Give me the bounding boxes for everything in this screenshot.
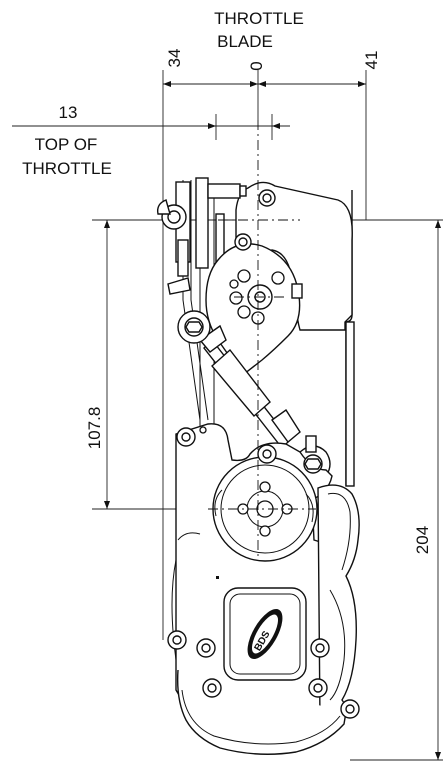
throttle-blade-label-line1: THROTTLE (214, 9, 304, 28)
bolt-housing-top-left (176, 427, 196, 447)
dim-blade-center: 0 (247, 61, 266, 70)
dim-right-offset: 41 (362, 51, 381, 70)
bolt-housing-mid (257, 444, 277, 464)
bolt-bracket-upper (258, 189, 276, 207)
top-dimension: 34 0 41 (162, 49, 381, 640)
bolt-bottom-right (308, 678, 328, 698)
bolt-rod-end-right (303, 454, 323, 474)
overall-height-dimension: 204 (350, 220, 443, 761)
bolt-bracket-mid (234, 233, 252, 251)
dim-pivot-height: 107.8 (85, 407, 104, 450)
top-of-throttle-line1: TOP OF (35, 135, 98, 154)
throttle-linkage-assembly: BDS (156, 120, 360, 755)
bolt-rear-bottom (340, 699, 360, 719)
bolt-rod-end-left (184, 317, 204, 337)
top-of-throttle-dimension: 13 TOP OF THROTTLE (12, 103, 290, 178)
top-of-throttle-line2: THROTTLE (22, 159, 112, 178)
bolt-plate-right (310, 638, 330, 658)
dim-overall-height: 204 (413, 526, 432, 554)
bolt-plate-left (196, 638, 216, 658)
throttle-blade-label-line2: BLADE (217, 32, 273, 51)
bds-logo: BDS (247, 609, 283, 659)
bolt-bottom-left (202, 678, 222, 698)
dim-top-offset: 13 (59, 103, 78, 122)
bolt-housing-left-lower (167, 630, 187, 650)
dim-left-offset: 34 (165, 49, 184, 68)
bolts (156, 189, 360, 719)
